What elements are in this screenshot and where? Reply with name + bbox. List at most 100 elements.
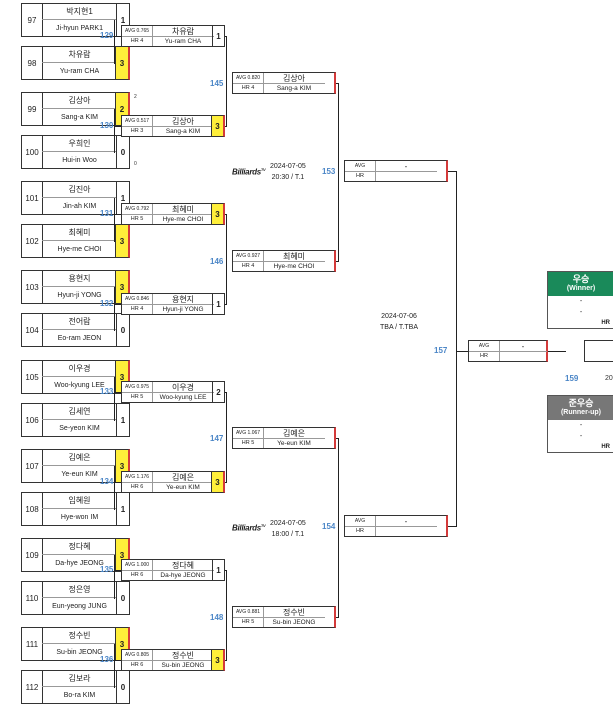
billiards-tv-logo: BilliardsTV	[232, 167, 266, 177]
bracket-line	[226, 392, 227, 483]
player-name-korean: 전어람	[42, 314, 117, 330]
result-row: -	[579, 422, 583, 429]
bracket-line	[226, 214, 227, 305]
bracket-line	[114, 109, 115, 153]
bracket-line	[225, 304, 226, 305]
average-stat: AVG 0.517	[122, 116, 153, 127]
bracket-line	[114, 466, 115, 510]
bracket-line	[114, 660, 121, 661]
match-number: 130	[100, 121, 114, 130]
high-run-stat: HR	[345, 526, 376, 536]
player-name-english: Yu-ram CHA	[59, 67, 100, 75]
match-score: 3	[211, 116, 223, 136]
player-name-korean: 이우경	[42, 361, 117, 377]
bracket-line	[336, 261, 338, 262]
player-name-english: Da-hye JEONG	[55, 559, 104, 567]
player-name-korean: 김진아	[42, 182, 117, 198]
player-name-korean: 정다혜	[152, 560, 214, 571]
bracket-line	[114, 482, 121, 483]
bracket-line	[456, 351, 468, 352]
player-name-english: Woo-kyung LEE	[159, 393, 207, 401]
runner-up-panel: 준우승(Runner-up)--HR	[547, 395, 613, 453]
final-opponent-box-partial[interactable]	[584, 340, 613, 362]
player-name-korean: 김상아	[152, 116, 214, 127]
match-score: 1	[116, 182, 129, 214]
side-score: 0	[134, 161, 137, 167]
average-stat: AVG 0.792	[122, 204, 153, 215]
logo-text: Billiards	[232, 167, 261, 177]
average-stat: AVG 1.067	[233, 428, 264, 439]
bracket-line	[114, 304, 121, 305]
bracket-line	[114, 377, 115, 421]
match-score: 3	[115, 47, 128, 79]
player-name-korean: 정수빈	[42, 628, 117, 644]
bracket-line	[114, 126, 121, 127]
result-row: -	[579, 298, 583, 305]
average-stat: AVG 1.000	[122, 560, 153, 571]
match-score: 3	[211, 650, 223, 670]
player-name-english: Hye-me CHOI	[162, 215, 204, 223]
average-stat: AVG 0.881	[233, 607, 264, 618]
seed-number: 105	[22, 361, 43, 393]
seed-number: 104	[22, 314, 43, 346]
player-name-korean: 정수빈	[263, 607, 325, 618]
match-score: 1	[212, 294, 224, 314]
match-score: 1	[212, 26, 224, 46]
average-stat: AVG	[469, 341, 500, 352]
result-header: 준우승(Runner-up)	[548, 396, 613, 420]
high-run-stat: HR 5	[233, 438, 264, 448]
player-name-korean: 정은영	[42, 582, 117, 598]
bracket-line	[114, 570, 121, 571]
result-subtitle: (Runner-up)	[560, 409, 602, 416]
average-stat: AVG 0.975	[122, 382, 153, 393]
player-name-korean: 김보라	[42, 671, 117, 687]
player-name-korean: 이우경	[152, 382, 214, 393]
bracket-line	[225, 36, 226, 37]
player-name-korean: 용현지	[152, 294, 214, 305]
match-number: 154	[322, 522, 336, 531]
seed-number: 110	[22, 582, 43, 614]
player-name-korean: 임혜원	[42, 493, 117, 509]
player-name-english: Da-hye JEONG	[160, 571, 206, 579]
seed-number: 103	[22, 271, 43, 303]
player-name-english: Su-bin JEONG	[161, 661, 205, 669]
match-number-partial: 20	[605, 375, 613, 382]
bracket-line	[114, 555, 115, 599]
result-hr: HR	[601, 444, 610, 450]
bracket-line	[448, 171, 456, 172]
result-header: 우승(Winner)	[548, 272, 613, 296]
player-name-english: Hyun-ji YONG	[162, 305, 204, 313]
schedule-time: TBA / T.TBA	[380, 324, 418, 331]
high-run-stat: HR	[469, 351, 500, 361]
bracket-line	[114, 20, 115, 64]
match-number: 147	[210, 434, 224, 443]
